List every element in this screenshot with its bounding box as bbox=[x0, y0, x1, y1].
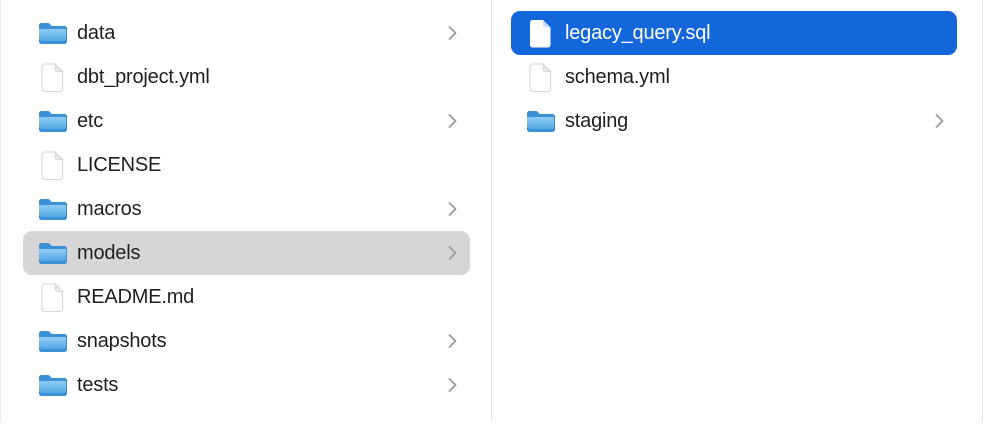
item-label: dbt_project.yml bbox=[77, 65, 210, 88]
folder-row-tests[interactable]: tests bbox=[23, 363, 470, 407]
folder-row-snapshots[interactable]: snapshots bbox=[23, 319, 470, 363]
file-row-dbt-project-yml[interactable]: dbt_project.yml bbox=[23, 55, 470, 99]
folder-icon bbox=[37, 370, 67, 400]
item-label: etc bbox=[77, 109, 104, 132]
item-label: schema.yml bbox=[565, 65, 670, 88]
folder-icon bbox=[525, 106, 555, 136]
chevron-right-icon bbox=[439, 24, 458, 42]
item-label: legacy_query.sql bbox=[565, 21, 711, 44]
file-row-readme-md[interactable]: README.md bbox=[23, 275, 470, 319]
item-label: snapshots bbox=[77, 329, 167, 352]
finder-column-view: data dbt_project.yml etc LICENSE bbox=[0, 0, 984, 422]
file-row-schema-yml[interactable]: schema.yml bbox=[511, 55, 957, 99]
document-icon bbox=[525, 18, 555, 48]
finder-column-left: data dbt_project.yml etc LICENSE bbox=[1, 0, 492, 422]
document-icon bbox=[37, 282, 67, 312]
chevron-right-icon bbox=[926, 112, 945, 130]
item-label: staging bbox=[565, 109, 629, 132]
item-label: LICENSE bbox=[77, 153, 162, 176]
chevron-right-icon bbox=[439, 112, 458, 130]
folder-row-data[interactable]: data bbox=[23, 11, 470, 55]
chevron-right-icon bbox=[439, 376, 458, 394]
item-label: README.md bbox=[77, 285, 195, 308]
item-label: models bbox=[77, 241, 141, 264]
folder-icon bbox=[37, 194, 67, 224]
folder-row-staging[interactable]: staging bbox=[511, 99, 957, 143]
finder-column-right: legacy_query.sql schema.yml staging bbox=[492, 0, 983, 422]
folder-row-macros[interactable]: macros bbox=[23, 187, 470, 231]
chevron-right-icon bbox=[439, 200, 458, 218]
folder-icon bbox=[37, 106, 67, 136]
folder-row-models[interactable]: models bbox=[23, 231, 470, 275]
document-icon bbox=[37, 62, 67, 92]
folder-icon bbox=[37, 18, 67, 48]
document-icon bbox=[525, 62, 555, 92]
chevron-right-icon bbox=[439, 332, 458, 350]
folder-icon bbox=[37, 238, 67, 268]
folder-row-etc[interactable]: etc bbox=[23, 99, 470, 143]
folder-icon bbox=[37, 326, 67, 356]
item-label: data bbox=[77, 21, 116, 44]
file-row-license[interactable]: LICENSE bbox=[23, 143, 470, 187]
document-icon bbox=[37, 150, 67, 180]
item-label: tests bbox=[77, 373, 119, 396]
item-label: macros bbox=[77, 197, 142, 220]
chevron-right-icon bbox=[439, 244, 458, 262]
file-row-legacy-query-sql[interactable]: legacy_query.sql bbox=[511, 11, 957, 55]
